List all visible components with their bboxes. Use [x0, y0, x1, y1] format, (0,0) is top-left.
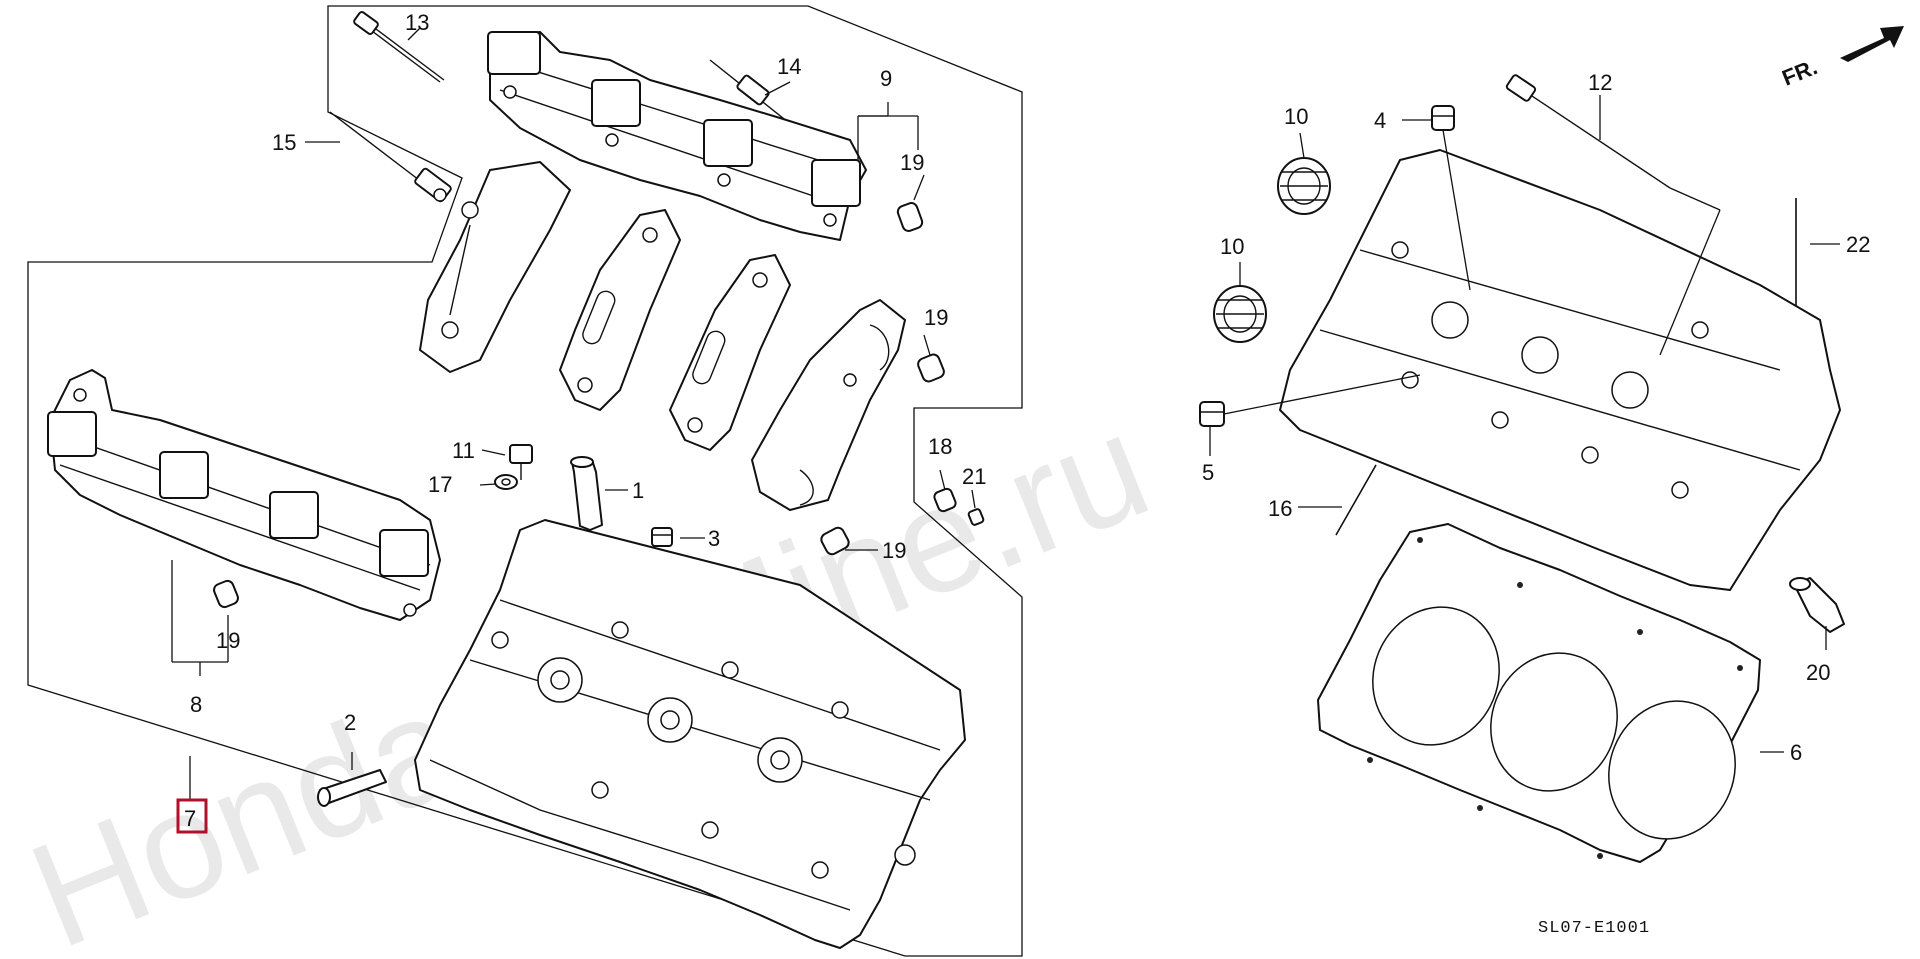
- callout-16: 16: [1268, 496, 1292, 521]
- callout-3: 3: [708, 526, 720, 551]
- callout-8: 8: [190, 692, 202, 717]
- callout-10-upper: 10: [1284, 104, 1308, 129]
- cylinder-head-right[interactable]: [1279, 149, 1841, 591]
- callout-17: 17: [428, 472, 452, 497]
- dowel-pin-21[interactable]: [967, 508, 985, 526]
- head-gasket-6[interactable]: [1317, 523, 1761, 863]
- callout-18: 18: [928, 434, 952, 459]
- callout-6: 6: [1790, 740, 1802, 765]
- upper-camshaft-holder[interactable]: [487, 31, 867, 241]
- callout-11: 11: [452, 438, 475, 463]
- callout-13: 13: [405, 10, 429, 35]
- camshaft-cap-2[interactable]: [559, 209, 681, 411]
- cam-seal-10-upper[interactable]: [1277, 157, 1331, 215]
- camshaft-cap-4[interactable]: [751, 299, 906, 511]
- stud-bolt-16[interactable]: [1335, 464, 1377, 536]
- callout-19-lower: 19: [882, 538, 906, 563]
- spark-plug-tube-20[interactable]: [1789, 577, 1845, 633]
- lower-camshaft-holder[interactable]: [47, 369, 441, 621]
- cam-seal-10-lower[interactable]: [1213, 285, 1267, 343]
- spark-plug-tube-2[interactable]: [317, 769, 387, 807]
- bolt-12[interactable]: [1505, 74, 1671, 189]
- callout-4: 4: [1374, 108, 1386, 133]
- callout-5: 5: [1202, 460, 1214, 485]
- callout-1: 1: [632, 478, 644, 503]
- callout-9: 9: [880, 66, 892, 91]
- bolt-13[interactable]: [353, 11, 445, 83]
- callout-21: 21: [962, 464, 986, 489]
- diagram-code: SL07-E1001: [1538, 919, 1650, 938]
- dowel-pin-19-mid[interactable]: [916, 353, 945, 383]
- camshaft-cap-3[interactable]: [669, 254, 791, 451]
- front-direction-arrow-icon: FR.: [1779, 26, 1904, 91]
- callout-19-left: 19: [216, 628, 240, 653]
- assembly-frame: [27, 5, 1023, 957]
- leader-lines: [171, 27, 1840, 800]
- callout-2: 2: [344, 710, 356, 735]
- dowel-pin-18[interactable]: [933, 487, 957, 513]
- callout-7-highlight: [176, 798, 208, 834]
- right-head-ports: [1391, 241, 1709, 499]
- callout-19-upper: 19: [900, 150, 924, 175]
- callout-22: 22: [1846, 232, 1870, 257]
- bolt-11[interactable]: [509, 444, 533, 480]
- camshaft-cap-1[interactable]: [419, 161, 571, 373]
- callout-12: 12: [1588, 70, 1612, 95]
- callout-7[interactable]: 7: [184, 806, 196, 831]
- cylinder-head-7[interactable]: [414, 519, 966, 949]
- bolt-15[interactable]: [329, 111, 452, 203]
- spark-plug-tube-1[interactable]: [570, 456, 603, 531]
- dowel-pin-19-upper[interactable]: [896, 201, 924, 232]
- callout-14: 14: [777, 54, 801, 79]
- callout-19-mid: 19: [924, 305, 948, 330]
- sealing-bolt-5[interactable]: [1199, 401, 1225, 427]
- callout-15: 15: [272, 130, 296, 155]
- front-direction-label: FR.: [1779, 54, 1821, 90]
- sealing-bolt-4[interactable]: [1431, 105, 1455, 131]
- dowel-pin-19-left[interactable]: [212, 579, 240, 609]
- callout-10-lower: 10: [1220, 234, 1244, 259]
- washer-17[interactable]: [494, 474, 518, 490]
- head-ports: [491, 621, 916, 879]
- dowel-pin-19-lower[interactable]: [819, 526, 851, 557]
- sealing-bolt-3[interactable]: [651, 527, 673, 547]
- callout-20: 20: [1806, 660, 1830, 685]
